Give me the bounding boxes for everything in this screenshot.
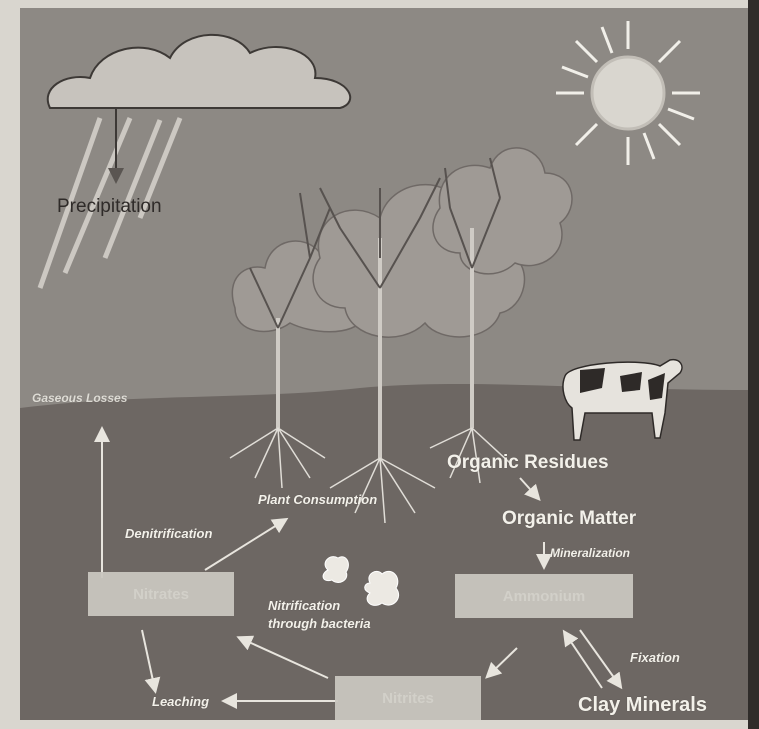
mineralization-label: Mineralization	[550, 546, 630, 560]
diagram-frame: Precipitation Gaseous Losses Organic Res…	[20, 8, 748, 720]
sun-icon	[556, 21, 700, 165]
organic-residues-label: Organic Residues	[447, 452, 609, 474]
organic-matter-label: Organic Matter	[502, 508, 636, 530]
nitrites-box-label: Nitrites	[382, 690, 434, 707]
leaching-label: Leaching	[152, 694, 209, 709]
ammonium-box: Ammonium	[455, 574, 633, 618]
clay-minerals-label: Clay Minerals	[578, 694, 707, 717]
ammonium-box-label: Ammonium	[503, 588, 586, 605]
fixation-label: Fixation	[630, 650, 680, 665]
denitrification-label: Denitrification	[125, 526, 212, 541]
soil-ground	[20, 384, 748, 720]
nitrates-box-label: Nitrates	[133, 586, 189, 603]
gaseous-losses-label: Gaseous Losses	[32, 391, 127, 405]
cloud-icon	[48, 35, 350, 108]
nitrites-box: Nitrites	[335, 676, 481, 720]
plant-consumption-label: Plant Consumption	[258, 492, 377, 507]
nitrification-label: Nitrification	[268, 598, 340, 613]
page-edge	[748, 0, 759, 729]
nitrates-box: Nitrates	[88, 572, 234, 616]
through-bacteria-label: through bacteria	[268, 616, 371, 631]
tree-canopies	[232, 148, 572, 337]
precipitation-label: Precipitation	[57, 196, 162, 218]
